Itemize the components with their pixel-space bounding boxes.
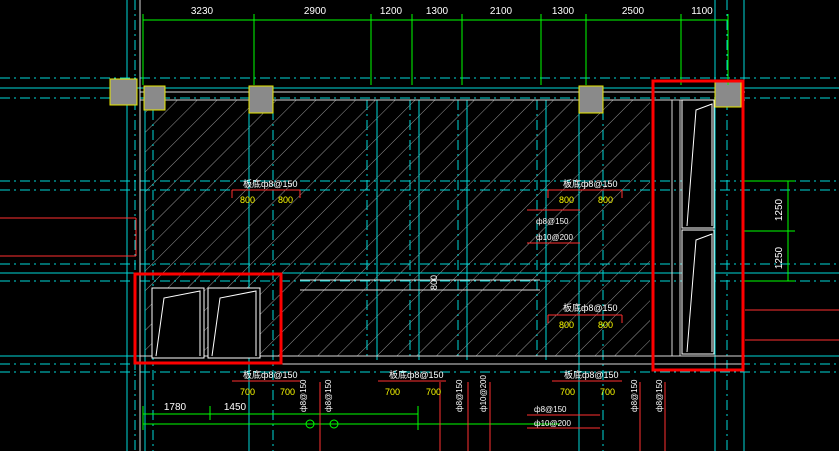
bottom-dimension-labels: 1780 1450 [164,402,247,413]
slab-label-group-1: 板底ф8@150 800 800 [240,178,298,205]
right-dim-label-1: 1250 [774,198,785,221]
column-3 [248,85,274,114]
slab-label-group-6: 板底ф8@150 700 700 [560,369,619,397]
dim-label-4: 1300 [426,6,449,17]
vertical-rebar-labels: ф8@150 ф8@150 ф8@150 ф10@200 ф8@150 ф8@1… [299,375,664,413]
column-1 [109,78,138,106]
vrebar-label-5: ф8@150 [630,379,639,412]
right-dim-label-2: 1250 [774,246,785,269]
highlight-box-left[interactable] [133,272,283,365]
vrebar-label-4: ф10@200 [479,375,488,413]
slab-label-group-4: 板底ф8@150 700 700 [240,369,298,397]
dim-label-6: 1300 [552,6,575,17]
slab-label-2-left: 800 [559,195,574,205]
bottom-dim-label-2: 1450 [224,402,247,413]
slab-label-3-right: 800 [598,320,613,330]
slab-label-4-left: 700 [240,387,255,397]
mid-rebar-labels: ф8@150 ф10@200 [536,217,574,242]
mid-rebar-label-2: ф10@200 [536,233,574,242]
slab-label-group-2: 板底ф8@150 800 800 [559,178,618,205]
column-4 [578,85,604,114]
slab-label-5-right: 700 [426,387,441,397]
column-2 [143,85,166,111]
bottom-dim-label-1: 1780 [164,402,187,413]
slab-label-3: 板底ф8@150 [563,302,618,313]
slab-label-6-right: 700 [600,387,615,397]
dim-label-2: 2900 [304,6,327,17]
bottom-rebar-label-2: ф10@200 [534,419,572,428]
slab-label-6: 板底ф8@150 [564,369,619,380]
slab-label-group-3: 板底ф8@150 800 800 [559,302,618,330]
columns [109,78,742,114]
highlight-box-right[interactable] [651,79,745,372]
top-dimension-labels: 3230 2900 1200 1300 2100 1300 2500 1100 [191,6,713,17]
dim-label-8: 1100 [691,6,713,17]
vrebar-label-3: ф8@150 [455,379,464,412]
slab-label-1-left: 800 [240,195,255,205]
vrebar-label-6: ф8@150 [655,379,664,412]
vrebar-label-2: ф8@150 [324,379,333,412]
dim-label-3: 1200 [380,6,403,17]
bottom-rebar-label-1: ф8@150 [534,405,567,414]
mid-rebar-label-1: ф8@150 [536,217,569,226]
slab-label-2-right: 800 [598,195,613,205]
top-dimension-line [142,14,729,85]
vrebar-label-1: ф8@150 [299,379,308,412]
column-5 [714,81,742,108]
dim-label-7: 2500 [622,6,645,17]
center-label: 800 [429,275,439,290]
slab-label-1: 板底ф8@150 [243,178,298,189]
dim-label-5: 2100 [490,6,513,17]
slab-label-5-left: 700 [385,387,400,397]
slab-labels: 板底ф8@150 800 800 板底ф8@150 800 800 板底ф8@1… [240,178,619,397]
slab-label-3-left: 800 [559,320,574,330]
slab-label-group-5: 板底ф8@150 700 700 [385,369,444,397]
bottom-rebar-labels: ф8@150 ф10@200 [534,405,572,428]
slab-label-6-left: 700 [560,387,575,397]
dim-label-1: 3230 [191,6,214,17]
slab-label-5: 板底ф8@150 [389,369,444,380]
slab-label-4-right: 700 [280,387,295,397]
vertical-axis-lines [126,0,745,451]
slab-label-4: 板底ф8@150 [243,369,298,380]
right-dimension-line [744,180,795,282]
left-window-symbols [151,287,261,359]
rebar-lines [0,189,839,451]
right-window-symbols [681,99,715,355]
right-dimension-labels: 1250 1250 [774,198,785,269]
slab-label-2: 板底ф8@150 [563,178,618,189]
slab-label-1-right: 800 [278,195,293,205]
